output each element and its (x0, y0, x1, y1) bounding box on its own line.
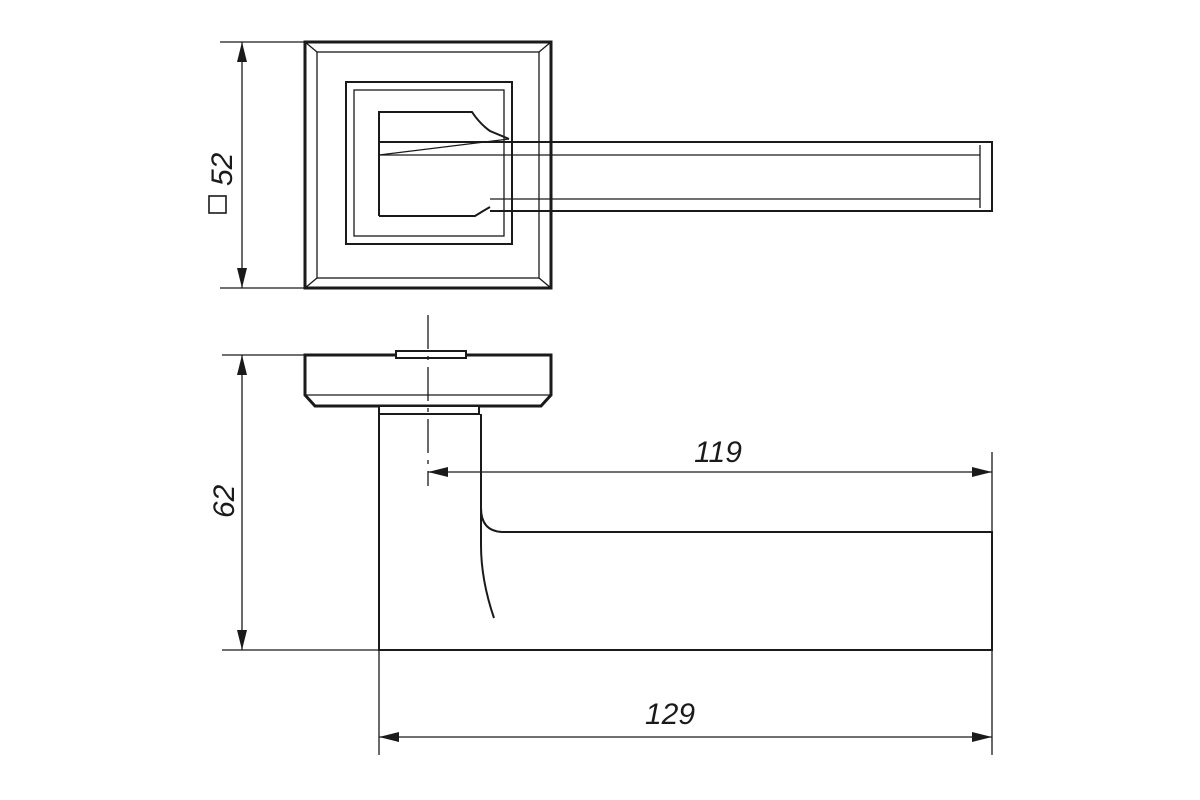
rosette-base-plate (378, 405, 480, 415)
total-height-label: 62 (208, 484, 241, 518)
rosette-size-label: 52 (206, 152, 239, 186)
rosette-inner-frame-inner (353, 89, 505, 237)
dimension-lever-total-length: 129 (378, 650, 993, 755)
square-dimension-symbol (208, 195, 227, 214)
rosette-inner-frame-outer (345, 81, 513, 245)
rosette-bevel-edge (316, 51, 540, 279)
rosette-outer-square (303, 40, 553, 290)
lever-inner-length-label: 119 (694, 436, 742, 469)
lever-arm-top-view (379, 141, 993, 212)
lever-neck-bottom-curve (379, 206, 491, 217)
lever-arm-neck-split (378, 138, 510, 156)
lever-relief-curve (480, 508, 495, 619)
side-view: 119 62 129 (208, 315, 993, 755)
spindle-top-plate (395, 350, 467, 359)
dimension-total-height: 62 (208, 354, 379, 651)
lever-neck-top (378, 111, 510, 216)
dimension-lever-inner-length: 119 (428, 436, 993, 532)
lever-total-length-label: 129 (645, 698, 695, 731)
lever-side-profile (378, 414, 993, 651)
dimension-rosette-size: 52 (206, 41, 305, 289)
top-view: 52 (206, 40, 993, 290)
rosette-bevel-corners (304, 41, 552, 289)
